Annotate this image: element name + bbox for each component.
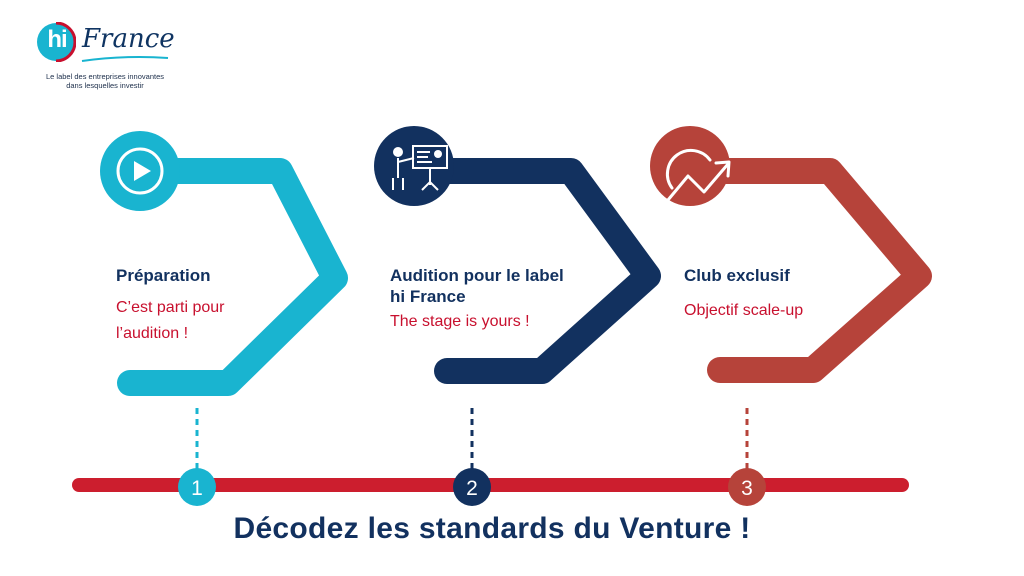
step-3-marker <box>728 468 766 506</box>
logo-circle-icon <box>37 22 76 62</box>
step-3-number: 3 <box>741 477 753 500</box>
logo-tagline: Le label des entreprises innovantes dans… <box>32 72 178 90</box>
logo-name: France <box>82 24 175 54</box>
step-2-title: Audition pour le label hi France <box>390 266 564 306</box>
footer-title: Décodez les standards du Venture ! <box>233 512 751 545</box>
step-2-marker <box>453 468 491 506</box>
step-2-path <box>401 158 661 384</box>
step-1-title: Préparation <box>116 266 211 285</box>
step-1-marker <box>178 468 216 506</box>
step-2-subtitle: The stage is yours ! <box>390 313 530 330</box>
logo-tagline-line2: dans lesquelles investir <box>66 81 144 90</box>
growth-arrow-icon <box>665 148 731 202</box>
logo-swoosh-icon <box>81 56 169 62</box>
presentation-icon <box>392 145 448 191</box>
step-1-subtitle: C’est parti pour l’audition ! <box>116 299 225 342</box>
play-icon <box>116 147 164 195</box>
step-1-number: 1 <box>191 477 203 500</box>
step-3-title: Club exclusif <box>684 266 790 285</box>
hi-france-logo: hi France Le label des entreprises innov… <box>32 18 192 90</box>
step-1-path <box>117 158 348 396</box>
step-3-path <box>677 158 932 383</box>
logo-tagline-line1: Le label des entreprises innovantes <box>46 72 164 81</box>
logo-mark-text: hi <box>47 26 67 53</box>
step-3-icon-circle <box>650 126 730 206</box>
step-2-number: 2 <box>466 477 478 500</box>
step-3-subtitle: Objectif scale-up <box>684 302 804 319</box>
